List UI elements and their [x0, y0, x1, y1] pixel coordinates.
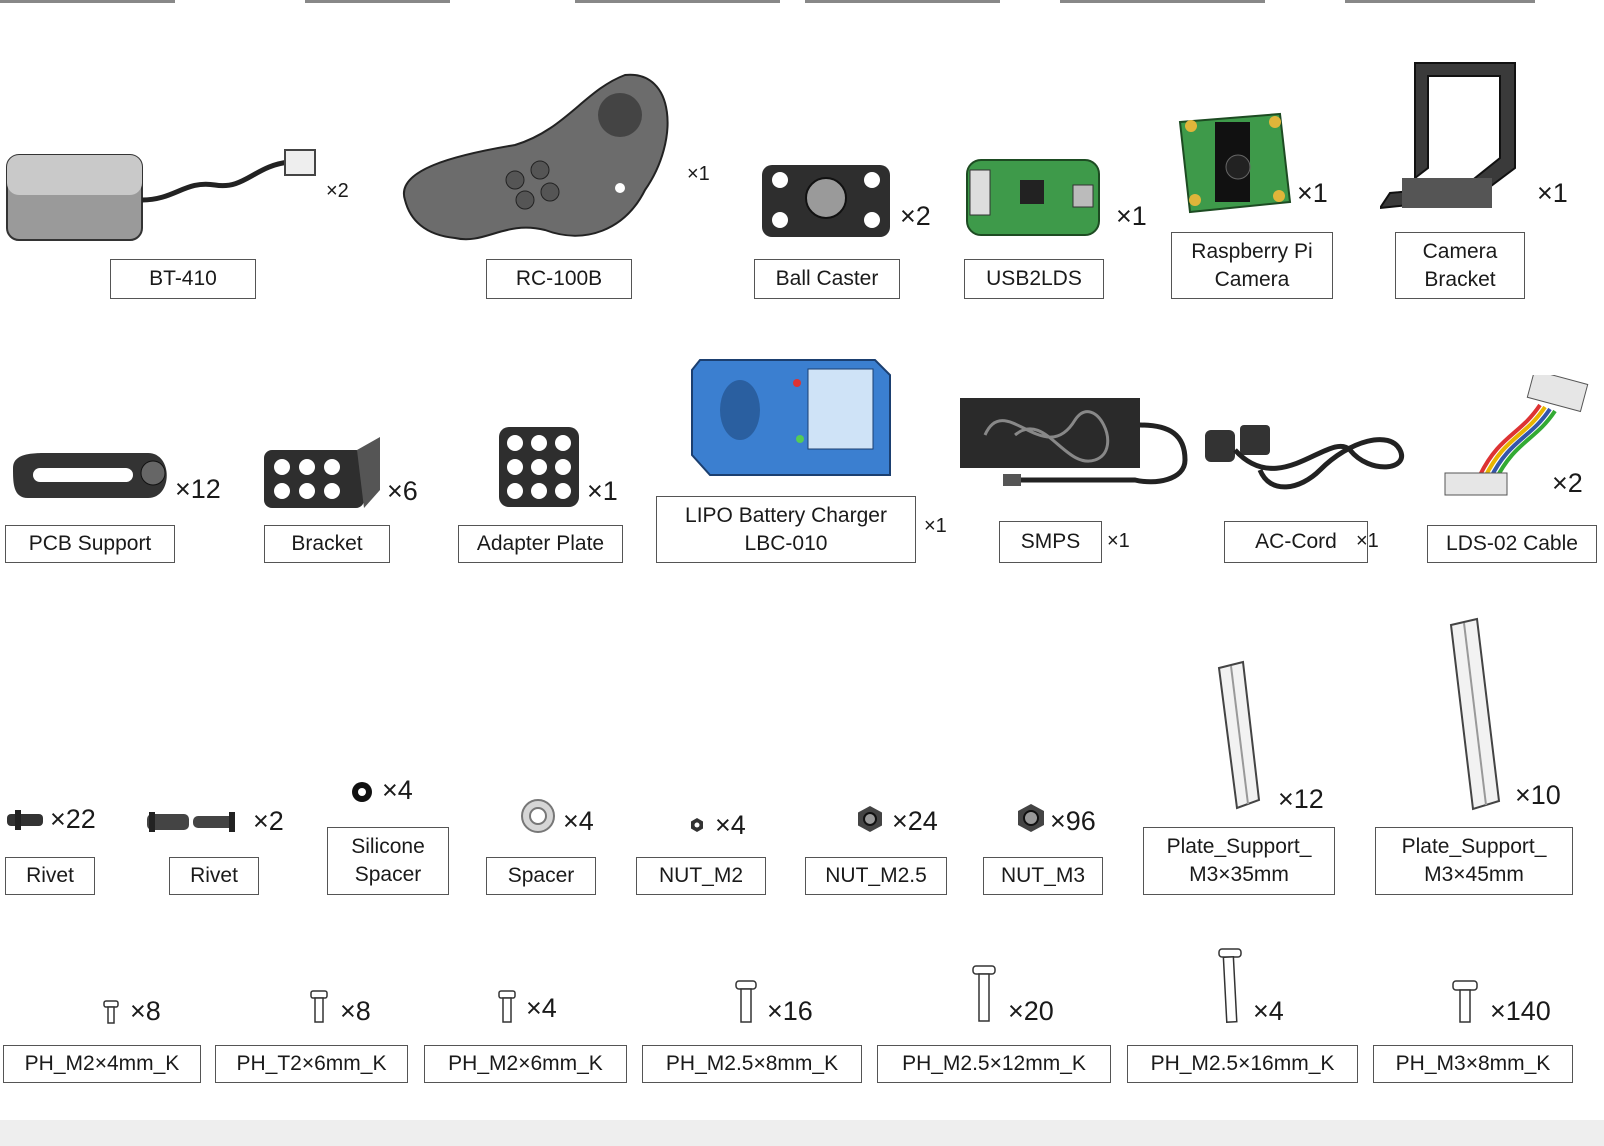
- rivet-2-quantity: ×2: [253, 806, 284, 836]
- screw-m2x4-quantity: ×8: [130, 996, 161, 1026]
- bt410-quantity: ×2: [326, 180, 349, 202]
- lds-cable-quantity: ×2: [1552, 468, 1583, 498]
- gamepad-controller-icon: [402, 73, 669, 241]
- screw-m25x16-label: PH_M2.5×16mm_K: [1127, 1045, 1358, 1083]
- screw-m2x6-label: PH_M2×6mm_K: [424, 1045, 627, 1083]
- screw-m25x16-quantity: ×4: [1253, 996, 1284, 1026]
- bracket-icon: [264, 437, 380, 508]
- screw-icon: [498, 990, 516, 1023]
- rc100b-quantity: ×1: [687, 163, 710, 185]
- spacer-quantity: ×4: [563, 806, 594, 836]
- ac-cord-quantity: ×1: [1356, 530, 1379, 552]
- silicone-spacer-label: Silicone Spacer: [327, 827, 449, 895]
- screw-m2x4-label: PH_M2×4mm_K: [3, 1045, 201, 1083]
- screw-m25x8-label: PH_M2.5×8mm_K: [642, 1045, 862, 1083]
- bracket-label: Bracket: [264, 525, 390, 563]
- screw-icon: [1218, 948, 1242, 1024]
- usb-board-icon: [966, 159, 1100, 236]
- screw-m25x8-quantity: ×16: [767, 996, 813, 1026]
- rivet-2-label: Rivet: [169, 857, 259, 895]
- battery-charger-label: LIPO Battery Charger LBC-010: [656, 496, 916, 563]
- smps-quantity: ×1: [1107, 530, 1130, 552]
- screw-icon: [972, 965, 996, 1022]
- screw-icon: [735, 980, 757, 1023]
- camera-module-icon: [1178, 112, 1292, 214]
- ac-cord-label: AC-Cord: [1224, 521, 1368, 563]
- rc100b-label: RC-100B: [486, 259, 632, 299]
- screw-icon: [310, 990, 328, 1023]
- bracket-quantity: ×6: [387, 476, 418, 506]
- spacer-icon: [521, 799, 555, 833]
- camera-bracket-label: Camera Bracket: [1395, 232, 1525, 299]
- ball-caster-quantity: ×2: [900, 201, 931, 231]
- bluetooth-module-icon: [6, 149, 316, 241]
- silicone-spacer-quantity: ×4: [382, 775, 413, 805]
- top-border-segment: [805, 0, 1000, 3]
- screw-t2x6-quantity: ×8: [340, 996, 371, 1026]
- screw-m3x8-label: PH_M3×8mm_K: [1373, 1045, 1573, 1083]
- pcb-support-quantity: ×12: [175, 474, 221, 504]
- ac-cord-icon: [1205, 425, 1405, 490]
- ball-caster-icon: [762, 165, 890, 237]
- nut-m2-quantity: ×4: [715, 810, 746, 840]
- plate-support-35-quantity: ×12: [1278, 784, 1324, 814]
- plate-support-45-quantity: ×10: [1515, 780, 1561, 810]
- nut-m3-quantity: ×96: [1050, 806, 1096, 836]
- smps-label: SMPS: [999, 521, 1102, 563]
- nut-m2-label: NUT_M2: [636, 857, 766, 895]
- screw-m25x12-quantity: ×20: [1008, 996, 1054, 1026]
- power-supply-icon: [960, 398, 1188, 486]
- battery-charger-quantity: ×1: [924, 515, 947, 537]
- nut-m3-label: NUT_M3: [983, 857, 1103, 895]
- nut-icon: [691, 818, 703, 832]
- plate-support-35-label: Plate_Support_ M3×35mm: [1143, 827, 1335, 895]
- nut-icon: [1018, 804, 1044, 832]
- camera-bracket-icon: [1380, 62, 1516, 210]
- rivet-icon: [147, 812, 235, 832]
- standoff-icon: [1217, 660, 1261, 810]
- battery-charger-icon: [691, 359, 891, 476]
- top-border-segment: [575, 0, 780, 3]
- lds-cable-label: LDS-02 Cable: [1427, 525, 1597, 563]
- nut-icon: [858, 806, 882, 832]
- ball-caster-label: Ball Caster: [754, 259, 900, 299]
- usb2lds-quantity: ×1: [1116, 201, 1147, 231]
- screw-m3x8-quantity: ×140: [1490, 996, 1551, 1026]
- rivet-icon: [7, 810, 43, 830]
- standoff-icon: [1449, 617, 1501, 811]
- nut-m25-quantity: ×24: [892, 806, 938, 836]
- bt410-label: BT-410: [110, 259, 256, 299]
- screw-icon: [1452, 980, 1478, 1023]
- nut-m25-label: NUT_M2.5: [805, 857, 947, 895]
- raspberry-pi-camera-label: Raspberry Pi Camera: [1171, 232, 1333, 299]
- screw-m25x12-label: PH_M2.5×12mm_K: [877, 1045, 1111, 1083]
- bottom-margin-strip: [0, 1120, 1604, 1146]
- pcb-support-label: PCB Support: [5, 525, 175, 563]
- camera-bracket-quantity: ×1: [1537, 178, 1568, 208]
- usb2lds-label: USB2LDS: [964, 259, 1104, 299]
- spacer-label: Spacer: [486, 857, 596, 895]
- screw-t2x6-label: PH_T2×6mm_K: [215, 1045, 408, 1083]
- adapter-plate-icon: [499, 427, 579, 507]
- adapter-plate-quantity: ×1: [587, 476, 618, 506]
- top-border-segment: [1345, 0, 1535, 3]
- screw-icon: [103, 1000, 119, 1024]
- adapter-plate-label: Adapter Plate: [458, 525, 623, 563]
- pcb-support-icon: [13, 453, 167, 498]
- silicone-spacer-icon: [352, 782, 372, 802]
- screw-m2x6-quantity: ×4: [526, 993, 557, 1023]
- rivet-22-label: Rivet: [5, 857, 95, 895]
- raspberry-pi-camera-quantity: ×1: [1297, 178, 1328, 208]
- top-border-segment: [0, 0, 175, 3]
- ribbon-cable-icon: [1444, 375, 1589, 496]
- top-border-segment: [1060, 0, 1265, 3]
- rivet-22-quantity: ×22: [50, 804, 96, 834]
- top-border-segment: [305, 0, 450, 3]
- plate-support-45-label: Plate_Support_ M3×45mm: [1375, 827, 1573, 895]
